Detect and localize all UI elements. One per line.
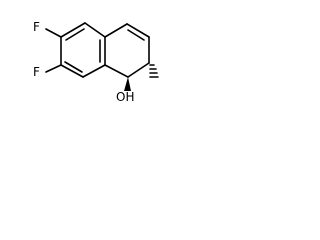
bond-c7-c8 xyxy=(126,23,150,38)
bond-c6-f-bottom xyxy=(45,64,62,73)
bond-c5-c6 xyxy=(60,64,84,78)
bond-c1-f-top xyxy=(45,28,62,38)
bond-c3-c7 xyxy=(104,23,128,38)
atom-f-top: F xyxy=(33,20,40,34)
oh-wedge xyxy=(124,77,131,91)
bond-c4-c5 xyxy=(82,64,106,78)
bond-double-inner-3 xyxy=(64,61,83,73)
bond-double-inner-1 xyxy=(65,28,85,41)
bond-c9-c10 xyxy=(127,62,150,78)
bond-c10-c4 xyxy=(104,64,129,78)
atom-f-bottom: F xyxy=(33,65,40,79)
atom-oh: OH xyxy=(116,90,134,104)
chemical-structure-diagram: F F OH xyxy=(33,20,159,104)
bond-c2-c3 xyxy=(84,22,106,38)
bond-double-c7-c8 xyxy=(127,29,145,41)
bond-c1-c2 xyxy=(60,22,86,38)
